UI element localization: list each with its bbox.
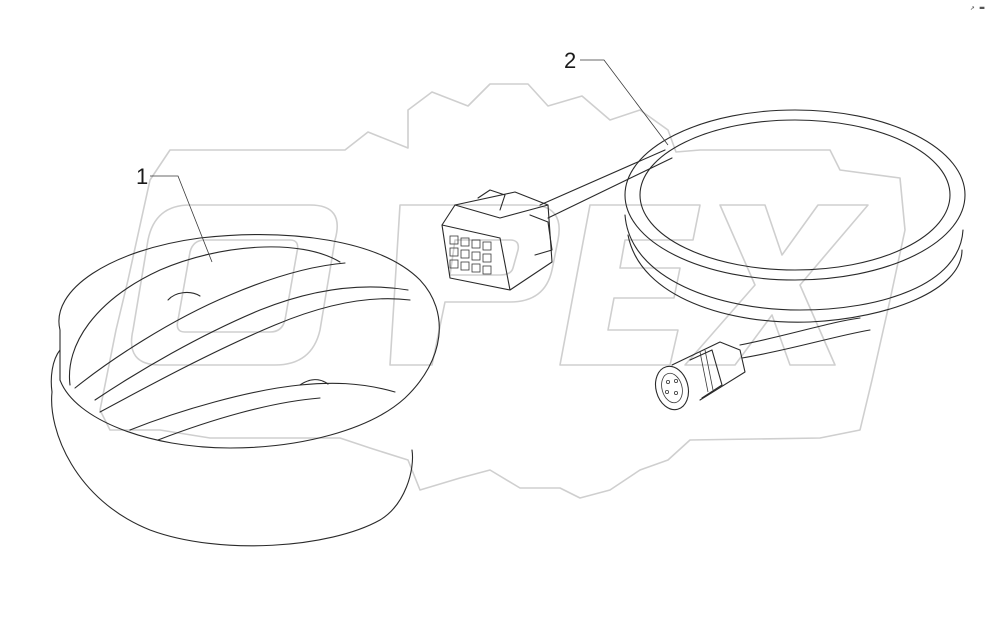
housing-rib-3 <box>99 298 411 413</box>
part-1-housing <box>50 234 440 547</box>
round-connector-nut <box>689 349 723 399</box>
cable-coil-outer <box>624 109 966 281</box>
housing-notch-2 <box>299 379 329 386</box>
callout-1-leader <box>150 175 213 263</box>
housing-rib-4 <box>129 382 396 431</box>
round-connector-body <box>671 341 746 401</box>
cable-to-round-top <box>739 317 861 346</box>
connector-face <box>441 224 511 291</box>
watermark-gear-outline <box>99 83 906 499</box>
connector-top-edge <box>454 204 549 219</box>
watermark-letter-o <box>130 204 338 366</box>
housing-rib-5 <box>157 397 321 441</box>
multi-pin-connector <box>441 189 553 291</box>
callout-2-leader <box>580 59 669 146</box>
housing-bowl <box>51 391 414 547</box>
housing-rib-1 <box>74 262 346 389</box>
callout-2-label: 2 <box>564 48 576 73</box>
cable-to-connector-bottom <box>547 157 673 219</box>
connector-latch <box>477 189 506 211</box>
cable-coil-lower-1 <box>624 214 964 311</box>
connector-pin-grid <box>449 235 492 275</box>
round-connector <box>654 341 746 411</box>
callout-2: 2 <box>564 48 669 146</box>
watermark <box>99 83 906 499</box>
round-connector-face-inner <box>661 372 683 404</box>
part-2-cable-harness <box>441 109 966 411</box>
housing-bowl-left-edge <box>50 349 61 393</box>
watermark-letter-e <box>559 204 701 366</box>
round-connector-face <box>654 365 690 411</box>
cable-to-round-bottom <box>741 329 871 359</box>
watermark-letter-x <box>684 204 869 366</box>
cable-coil-lower-2 <box>627 234 963 323</box>
callout-1: 1 <box>136 164 213 263</box>
watermark-letter-p <box>389 204 560 366</box>
cable-coil-inner <box>639 119 951 271</box>
cable-to-connector-top <box>539 149 666 206</box>
corner-mark: ↗ ▬ <box>970 3 985 12</box>
housing-cap <box>68 246 341 386</box>
housing-notch <box>167 291 201 301</box>
connector-side-clip <box>529 214 553 256</box>
callout-1-label: 1 <box>136 164 148 189</box>
housing-rib-2 <box>94 286 409 401</box>
connector-body <box>441 191 553 291</box>
housing-rim <box>58 234 440 449</box>
